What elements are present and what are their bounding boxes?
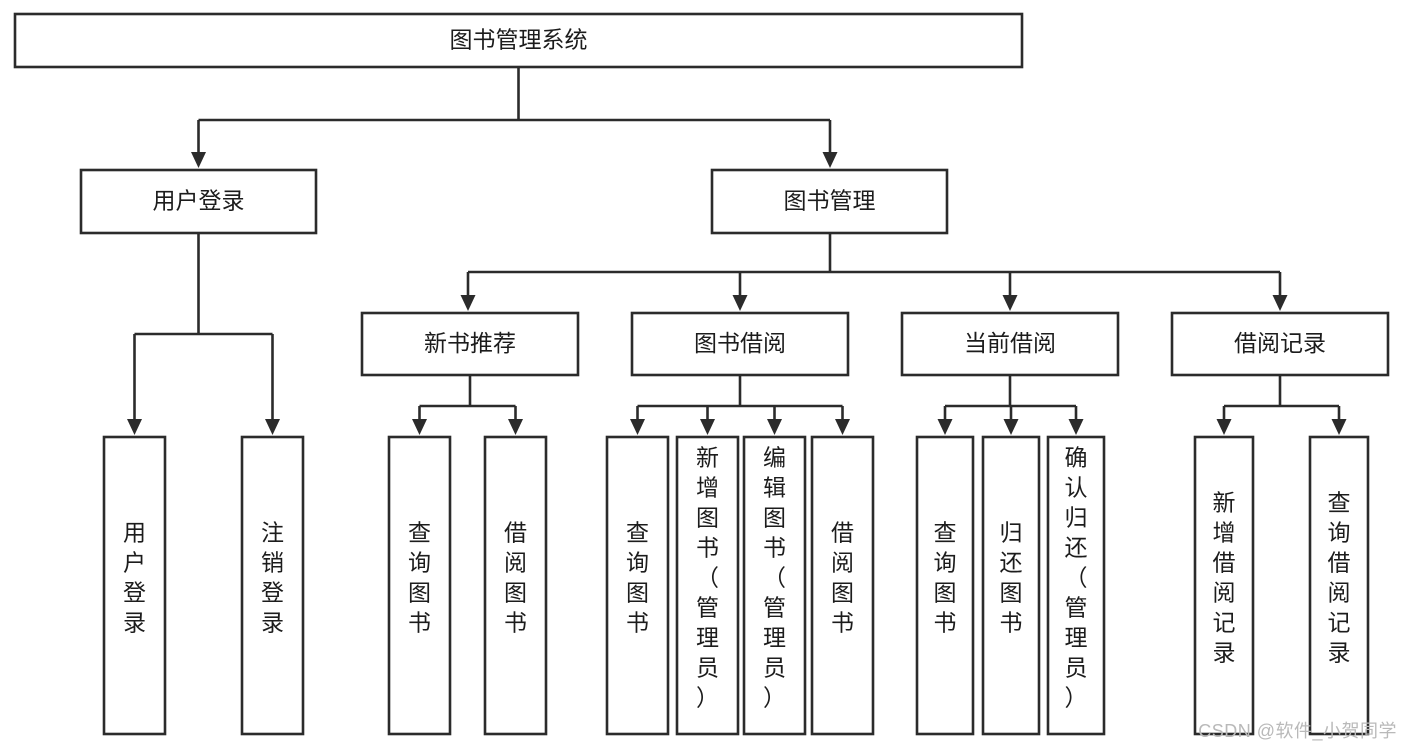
- node-box-book-manage: [710, 168, 949, 235]
- node-label-leaf-borrow-book-recommend: 借阅图书: [504, 520, 527, 636]
- node-box-leaf-query-book-current: [915, 435, 975, 736]
- arrow-leaf-add-book-admin-arrowhead-icon: [700, 419, 715, 435]
- arrow-user-login-arrowhead-icon: [191, 152, 206, 168]
- node-root[interactable]: 图书管理系统: [13, 12, 1024, 69]
- node-box-leaf-borrow-book-recommend: [483, 435, 548, 736]
- arrow-leaf-user-login-arrowhead-icon: [127, 419, 142, 435]
- arrow-leaf-query-book-recommend-arrowhead-icon: [412, 419, 427, 435]
- node-label-leaf-query-book-recommend: 查询图书: [408, 520, 431, 636]
- node-box-leaf-confirm-return-admin: [1046, 435, 1106, 736]
- arrow-book-borrow-arrowhead-icon: [732, 295, 748, 311]
- arrow-leaf-query-book-current-arrowhead-icon: [937, 419, 953, 435]
- node-label-leaf-user-login: 用户登录: [123, 520, 146, 636]
- node-label-leaf-query-book-current: 查询图书: [934, 520, 957, 636]
- arrow-leaf-query-book-borrow-arrowhead-icon: [630, 419, 645, 435]
- node-box-new-book-recommend: [360, 311, 580, 377]
- node-current-borrow[interactable]: 当前借阅: [900, 311, 1120, 377]
- arrow-book-manage-arrowhead-icon: [822, 152, 838, 168]
- node-book-manage[interactable]: 图书管理: [710, 168, 949, 235]
- node-label-leaf-borrow-book: 借阅图书: [831, 520, 854, 636]
- node-leaf-user-login[interactable]: 用户登录: [102, 435, 167, 736]
- node-label-leaf-edit-book-admin: 编辑图书（管理员）: [763, 445, 786, 711]
- node-leaf-edit-book-admin[interactable]: 编辑图书（管理员）: [742, 435, 807, 736]
- node-borrow-record[interactable]: 借阅记录: [1170, 311, 1390, 377]
- arrow-borrow-record-arrowhead-icon: [1272, 295, 1288, 311]
- node-box-leaf-return-book: [981, 435, 1041, 736]
- node-layer: 图书管理系统用户登录图书管理新书推荐图书借阅当前借阅借阅记录用户登录注销登录查询…: [13, 12, 1390, 736]
- node-leaf-query-borrow-record[interactable]: 查询借阅记录: [1308, 435, 1370, 736]
- node-label-leaf-query-borrow-record: 查询借阅记录: [1328, 490, 1351, 666]
- arrow-leaf-return-book-arrowhead-icon: [1003, 419, 1019, 435]
- arrow-leaf-add-borrow-record-arrowhead-icon: [1216, 419, 1232, 435]
- node-label-leaf-add-book-admin: 新增图书（管理员）: [696, 445, 719, 711]
- node-label-new-book-recommend: 新书推荐: [424, 330, 516, 356]
- arrow-leaf-query-borrow-record-arrowhead-icon: [1331, 419, 1347, 435]
- node-box-user-login: [79, 168, 318, 235]
- node-label-leaf-confirm-return-admin: 确认归还（管理员）: [1065, 445, 1088, 711]
- node-new-book-recommend[interactable]: 新书推荐: [360, 311, 580, 377]
- arrow-leaf-borrow-book-recommend-arrowhead-icon: [508, 419, 523, 435]
- node-leaf-logout-login[interactable]: 注销登录: [240, 435, 305, 736]
- node-box-leaf-query-borrow-record: [1308, 435, 1370, 736]
- node-label-book-manage: 图书管理: [784, 188, 876, 214]
- node-leaf-return-book[interactable]: 归还图书: [981, 435, 1041, 736]
- node-leaf-query-book-current[interactable]: 查询图书: [915, 435, 975, 736]
- node-box-leaf-user-login: [102, 435, 167, 736]
- node-leaf-query-book-recommend[interactable]: 查询图书: [387, 435, 452, 736]
- arrow-current-borrow-arrowhead-icon: [1002, 295, 1018, 311]
- node-box-book-borrow: [630, 311, 850, 377]
- arrow-new-book-recommend-arrowhead-icon: [460, 295, 476, 311]
- node-leaf-borrow-book-recommend[interactable]: 借阅图书: [483, 435, 548, 736]
- arrow-layer: [127, 152, 1347, 435]
- node-box-current-borrow: [900, 311, 1120, 377]
- node-label-book-borrow: 图书借阅: [694, 330, 786, 356]
- node-label-borrow-record: 借阅记录: [1234, 330, 1326, 356]
- node-box-leaf-query-book-borrow: [605, 435, 670, 736]
- node-user-login[interactable]: 用户登录: [79, 168, 318, 235]
- node-leaf-query-book-borrow[interactable]: 查询图书: [605, 435, 670, 736]
- node-label-root: 图书管理系统: [450, 27, 588, 53]
- node-label-leaf-add-borrow-record: 新增借阅记录: [1213, 490, 1236, 666]
- node-leaf-borrow-book[interactable]: 借阅图书: [810, 435, 875, 736]
- node-box-leaf-add-book-admin: [675, 435, 740, 736]
- node-box-leaf-edit-book-admin: [742, 435, 807, 736]
- node-box-root: [13, 12, 1024, 69]
- node-leaf-confirm-return-admin[interactable]: 确认归还（管理员）: [1046, 435, 1106, 736]
- node-box-leaf-borrow-book: [810, 435, 875, 736]
- node-label-leaf-return-book: 归还图书: [1000, 520, 1023, 636]
- node-book-borrow[interactable]: 图书借阅: [630, 311, 850, 377]
- node-box-leaf-logout-login: [240, 435, 305, 736]
- node-box-borrow-record: [1170, 311, 1390, 377]
- node-label-leaf-logout-login: 注销登录: [261, 520, 284, 636]
- arrow-leaf-logout-login-arrowhead-icon: [265, 419, 280, 435]
- node-leaf-add-borrow-record[interactable]: 新增借阅记录: [1193, 435, 1255, 736]
- node-label-current-borrow: 当前借阅: [964, 330, 1056, 356]
- arrow-leaf-borrow-book-arrowhead-icon: [835, 419, 850, 435]
- node-box-leaf-add-borrow-record: [1193, 435, 1255, 736]
- arrow-leaf-confirm-return-admin-arrowhead-icon: [1068, 419, 1084, 435]
- node-leaf-add-book-admin[interactable]: 新增图书（管理员）: [675, 435, 740, 736]
- node-label-user-login: 用户登录: [153, 188, 245, 214]
- node-box-leaf-query-book-recommend: [387, 435, 452, 736]
- arrow-leaf-edit-book-admin-arrowhead-icon: [767, 419, 782, 435]
- node-label-leaf-query-book-borrow: 查询图书: [626, 520, 649, 636]
